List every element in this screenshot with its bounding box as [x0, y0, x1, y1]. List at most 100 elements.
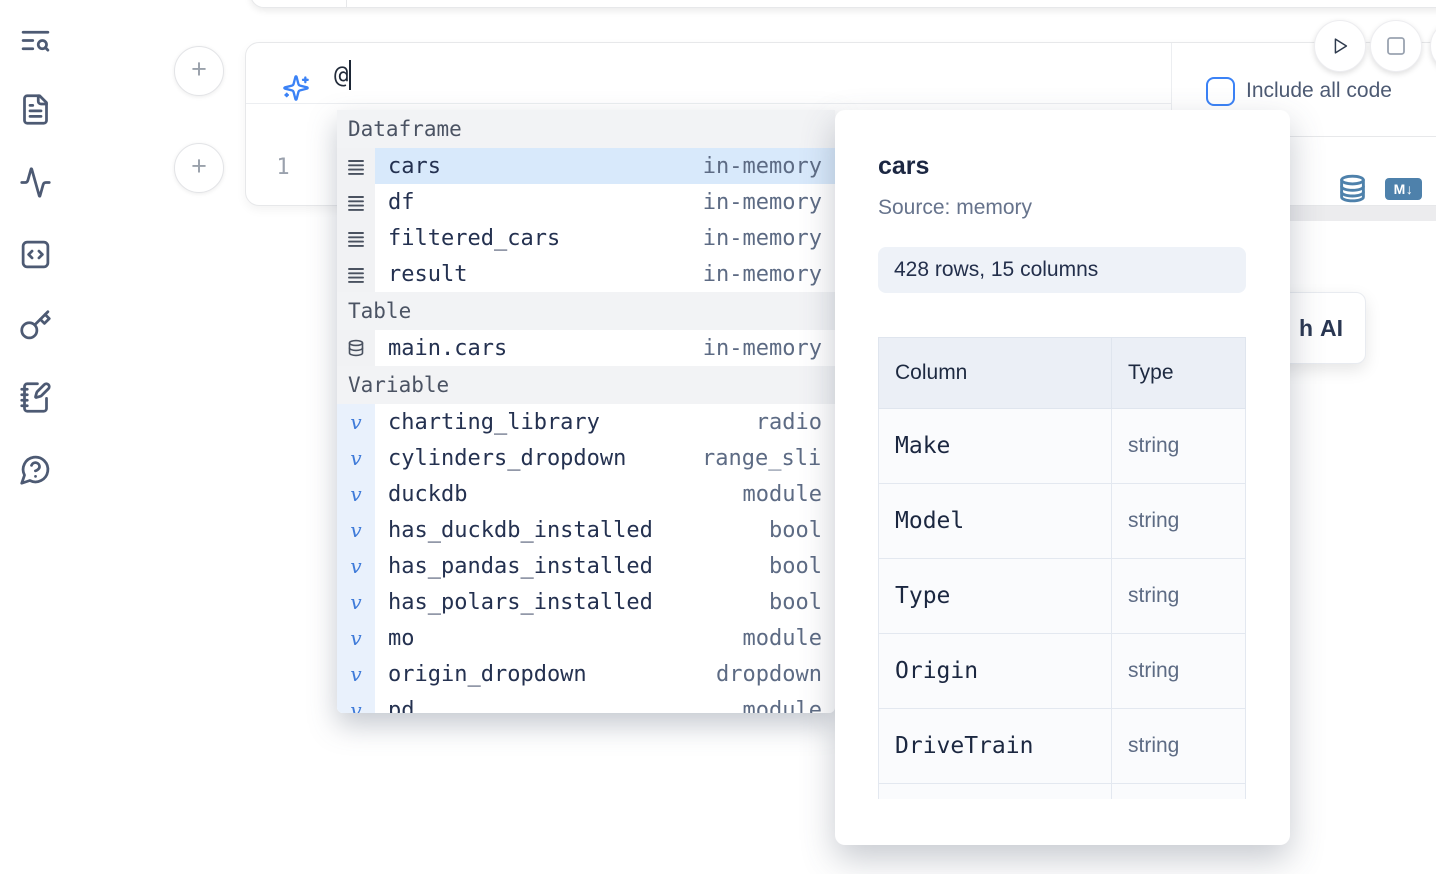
editor-line-number: 1	[276, 155, 290, 180]
preview-source: Source: memory	[878, 196, 1033, 219]
schema-column-type	[1111, 783, 1246, 799]
schema-column-name: Model	[878, 483, 1112, 559]
help-chat-icon[interactable]	[19, 453, 52, 486]
code-square-icon[interactable]	[19, 238, 52, 271]
autocomplete-item-pd[interactable]: v pd module	[337, 692, 835, 713]
key-icon[interactable]	[19, 309, 52, 342]
sparkles-ai-icon	[282, 74, 310, 102]
variable-icon: v	[350, 554, 362, 578]
autocomplete-item-charting_library[interactable]: v charting_library radio	[337, 404, 835, 440]
autocomplete-item-name: has_duckdb_installed	[388, 517, 653, 543]
autocomplete-item-name: cylinders_dropdown	[388, 445, 627, 471]
variable-icon: v	[350, 482, 362, 506]
autocomplete-item-type: in-memory	[702, 189, 822, 215]
autocomplete-item-type: bool	[769, 553, 822, 579]
text-search-icon[interactable]	[19, 24, 52, 57]
autocomplete-item-df[interactable]: df in-memory	[337, 184, 835, 220]
variable-icon: v	[350, 590, 362, 614]
notebook-pen-icon[interactable]	[19, 381, 52, 414]
file-text-icon[interactable]	[19, 93, 52, 126]
schema-header-type: Type	[1111, 337, 1246, 409]
cell-output-edge	[1290, 206, 1436, 221]
dataframe-rows-icon	[337, 220, 375, 256]
autocomplete-item-type: module	[742, 481, 822, 507]
autocomplete-item-type: in-memory	[702, 261, 822, 287]
table-database-icon	[337, 330, 375, 366]
checkbox-zone-bottom-border	[1171, 136, 1436, 137]
variable-icon: v	[350, 446, 362, 470]
autocomplete-item-mo[interactable]: v mo module	[337, 620, 835, 656]
autocomplete-item-cylinders_dropdown[interactable]: v cylinders_dropdown range_slider	[337, 440, 835, 476]
autocomplete-item-origin_dropdown[interactable]: v origin_dropdown dropdown	[337, 656, 835, 692]
add-cell-button-bottom[interactable]: +	[174, 143, 224, 193]
schema-column-name: Make	[878, 408, 1112, 484]
autocomplete-item-type: bool	[769, 589, 822, 615]
variable-icon: v	[337, 512, 375, 548]
shape-badge: 428 rows, 15 columns	[878, 247, 1246, 293]
dataframe-rows-icon	[337, 256, 375, 292]
autocomplete-item-has_polars_installed[interactable]: v has_polars_installed bool	[337, 584, 835, 620]
dataframe-rows-icon	[337, 148, 375, 184]
activity-icon[interactable]	[19, 166, 52, 199]
autocomplete-item-duckdb[interactable]: v duckdb module	[337, 476, 835, 512]
autocomplete-section-table: Table	[337, 292, 835, 330]
variable-icon: v	[337, 548, 375, 584]
autocomplete-item-cars[interactable]: cars in-memory	[337, 148, 835, 184]
autocomplete-item-name: charting_library	[388, 409, 600, 435]
autocomplete-item-type: bool	[769, 517, 822, 543]
variable-icon: v	[337, 584, 375, 620]
variable-icon: v	[337, 692, 375, 713]
autocomplete-section-dataframe: Dataframe	[337, 110, 835, 148]
ai-button-label: AI	[1320, 314, 1343, 341]
stop-icon	[1386, 36, 1406, 56]
dataframe-rows-icon	[337, 184, 375, 220]
dataframe-preview-panel: cars Source: memory 428 rows, 15 columns…	[835, 110, 1290, 845]
run-cell-button[interactable]	[1314, 20, 1366, 72]
include-all-code-label: Include all code	[1246, 79, 1392, 102]
autocomplete-item-type: in-memory	[702, 225, 822, 251]
schema-header-column: Column	[878, 337, 1112, 409]
play-icon	[1329, 35, 1351, 57]
schema-column-type: string	[1111, 483, 1246, 559]
variable-icon: v	[350, 518, 362, 542]
schema-column-type: string	[1111, 558, 1246, 634]
autocomplete-item-filtered_cars[interactable]: filtered_cars in-memory	[337, 220, 835, 256]
autocomplete-item-name: df	[388, 189, 415, 215]
variable-icon: v	[337, 404, 375, 440]
schema-row	[878, 783, 1246, 799]
schema-column-type: string	[1111, 408, 1246, 484]
include-all-code-checkbox[interactable]	[1206, 77, 1235, 106]
autocomplete-item-name: cars	[388, 153, 441, 179]
autocomplete-item-name: filtered_cars	[388, 225, 561, 251]
autocomplete-item-name: duckdb	[388, 481, 468, 507]
variable-icon: v	[337, 476, 375, 512]
variable-icon: v	[337, 656, 375, 692]
preview-title: cars	[878, 152, 930, 180]
variable-icon: v	[350, 410, 362, 434]
ai-prompt-input[interactable]: @	[334, 60, 352, 90]
database-icon[interactable]	[1338, 174, 1367, 203]
variable-icon: v	[350, 698, 362, 713]
add-cell-button-top[interactable]: +	[174, 46, 224, 96]
autocomplete-item-has_duckdb_installed[interactable]: v has_duckdb_installed bool	[337, 512, 835, 548]
schema-column-name: Origin	[878, 633, 1112, 709]
autocomplete-item-type: in-memory	[702, 335, 822, 361]
prompt-editor-divider	[246, 103, 1171, 104]
variable-icon: v	[337, 620, 375, 656]
autocomplete-item-type: in-memory	[702, 153, 822, 179]
stop-cell-button[interactable]	[1370, 20, 1422, 72]
previous-cell-edge	[250, 0, 1436, 8]
autocomplete-item-has_pandas_installed[interactable]: v has_pandas_installed bool	[337, 548, 835, 584]
markdown-icon[interactable]: M↓	[1385, 178, 1422, 200]
autocomplete-item-name: pd	[388, 697, 415, 714]
autocomplete-item-result[interactable]: result in-memory	[337, 256, 835, 292]
autocomplete-item-name: main.cars	[388, 335, 508, 361]
autocomplete-item-main.cars[interactable]: main.cars in-memory	[337, 330, 835, 366]
